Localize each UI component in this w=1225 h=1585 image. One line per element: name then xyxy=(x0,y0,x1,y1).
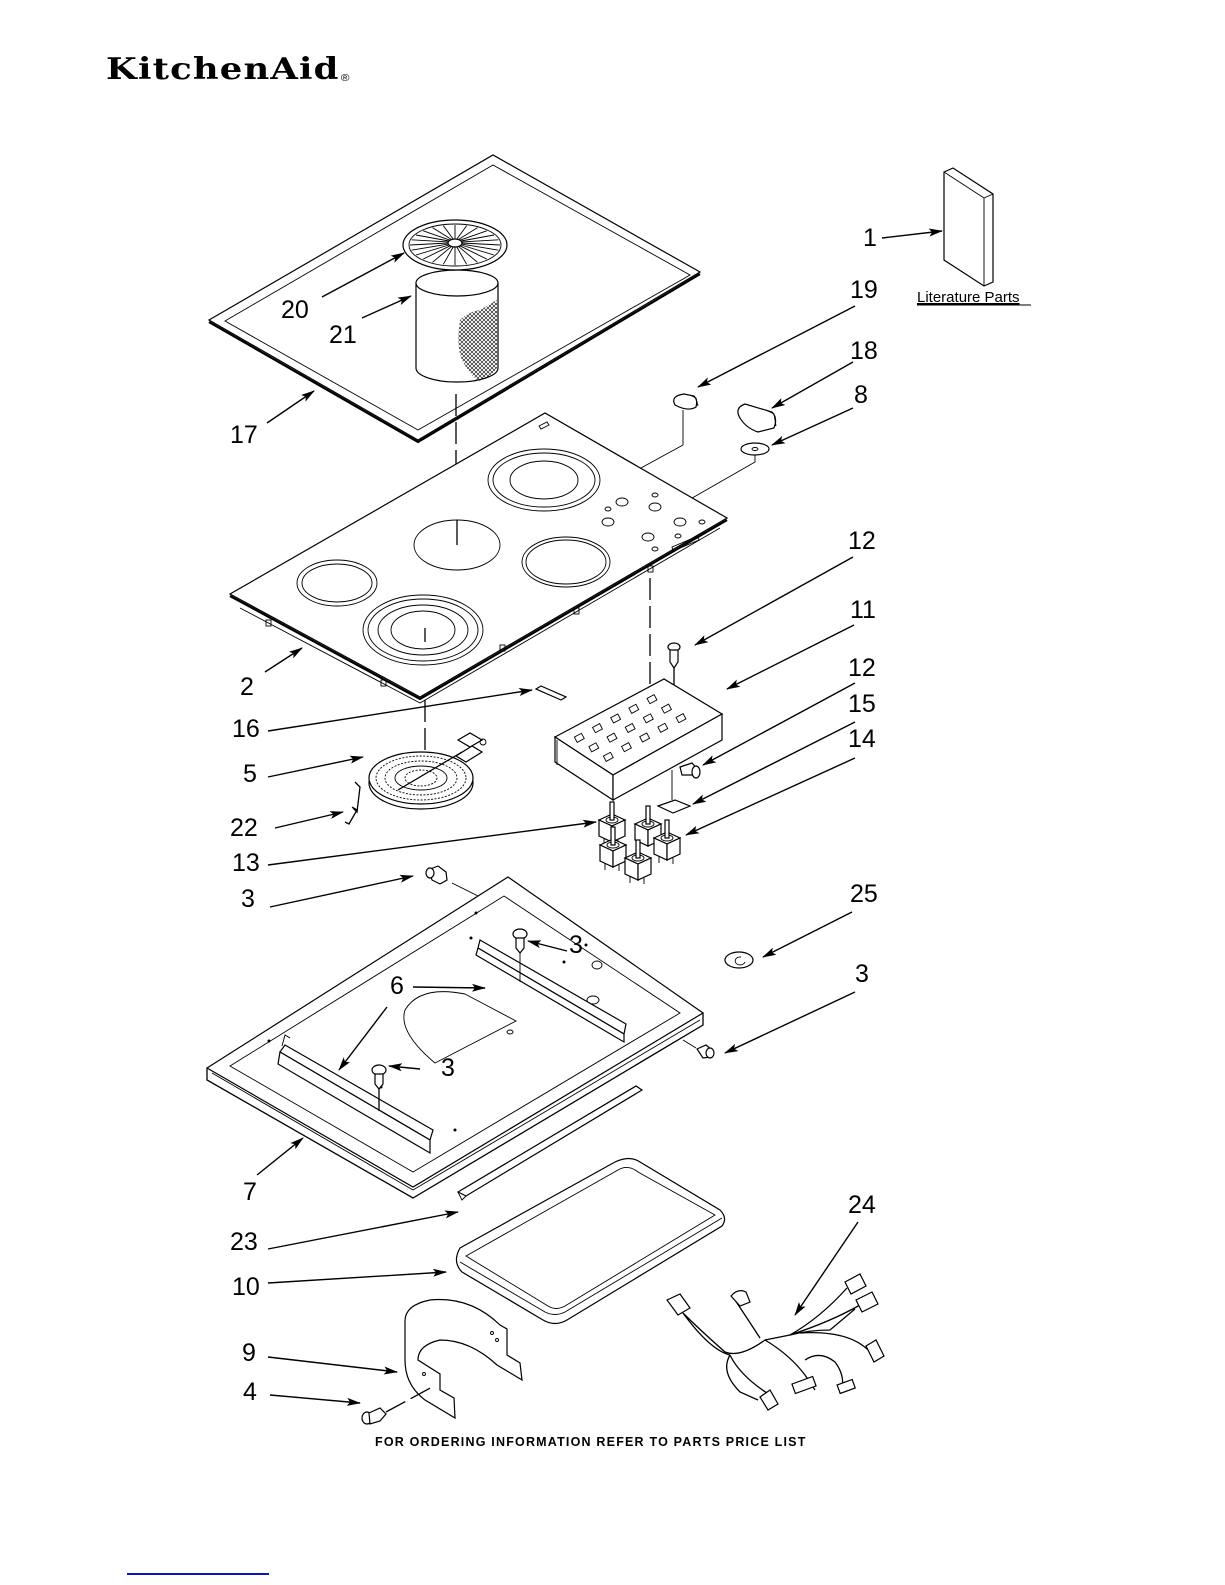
callout-3d: 3 xyxy=(855,960,869,988)
callout-23: 23 xyxy=(230,1228,258,1256)
part-frame xyxy=(456,1159,724,1324)
callout-15: 15 xyxy=(848,690,876,718)
leader-22 xyxy=(275,812,343,828)
callout-7: 7 xyxy=(243,1178,257,1206)
callout-13: 13 xyxy=(232,849,260,877)
callout-22: 22 xyxy=(230,814,258,842)
part-grommet xyxy=(725,952,753,968)
callout-18: 18 xyxy=(850,337,878,365)
leader-9 xyxy=(268,1357,397,1372)
leader-7 xyxy=(257,1138,303,1175)
part-burner-box xyxy=(207,877,703,1198)
callout-3b: 3 xyxy=(569,931,583,959)
leader-2 xyxy=(265,648,302,672)
leader-1 xyxy=(882,231,942,238)
part-screw-12a xyxy=(668,643,680,668)
leader-12b xyxy=(703,683,855,765)
literature-parts-label: Literature Parts xyxy=(917,289,1020,306)
leader-16 xyxy=(268,690,532,731)
part-knob-18 xyxy=(738,404,776,432)
leader-10 xyxy=(268,1272,446,1283)
callout-19: 19 xyxy=(850,276,878,304)
part-wire-harness xyxy=(667,1274,884,1410)
part-screw-4 xyxy=(362,1408,386,1424)
leader-3d xyxy=(725,992,855,1053)
switch-block xyxy=(625,840,651,884)
part-screw-12b xyxy=(680,763,700,778)
part-filter xyxy=(416,270,498,382)
part-shield xyxy=(405,1300,522,1418)
callout-12a: 12 xyxy=(848,527,876,555)
leader-5 xyxy=(268,757,363,777)
ordering-info-note: FOR ORDERING INFORMATION REFER TO PARTS … xyxy=(375,1435,807,1449)
part-knob-washer xyxy=(741,443,769,455)
leader-25 xyxy=(763,912,852,957)
leader-11 xyxy=(727,625,854,689)
callout-8: 8 xyxy=(854,381,868,409)
part-switch-bracket xyxy=(555,679,722,800)
part-insulator xyxy=(658,800,690,813)
callout-6: 6 xyxy=(390,972,404,1000)
callout-11: 11 xyxy=(850,596,876,624)
callout-3c: 3 xyxy=(441,1054,455,1082)
part-switches xyxy=(599,802,680,884)
callout-16: 16 xyxy=(232,715,260,743)
callout-21: 21 xyxy=(329,321,357,349)
part-screw-3d xyxy=(697,1045,714,1058)
part-clip xyxy=(345,782,360,824)
part-cooktop-glass xyxy=(230,413,727,703)
part-indicator-light xyxy=(536,686,566,700)
leader-14 xyxy=(686,758,855,835)
callout-4: 4 xyxy=(243,1378,257,1406)
callout-14: 14 xyxy=(848,725,876,753)
leader-24 xyxy=(795,1222,858,1315)
page-link-underline[interactable] xyxy=(127,1573,269,1575)
leader-17 xyxy=(267,391,314,423)
screw-3d-line xyxy=(683,1040,696,1048)
callout-24: 24 xyxy=(848,1191,876,1219)
leader-3a xyxy=(270,876,413,907)
callout-9: 9 xyxy=(242,1339,256,1367)
callout-1: 1 xyxy=(863,224,877,252)
leader-13 xyxy=(268,822,596,865)
leader-8 xyxy=(772,408,853,445)
callout-2: 2 xyxy=(240,673,254,701)
callout-20: 20 xyxy=(281,296,309,324)
callout-12b: 12 xyxy=(848,654,876,682)
callout-25: 25 xyxy=(850,880,878,908)
part-vent-grille xyxy=(403,220,507,270)
screw-3a-line xyxy=(452,883,480,897)
leader-4 xyxy=(270,1395,360,1403)
callout-10: 10 xyxy=(232,1273,260,1301)
part-literature xyxy=(944,168,993,286)
callout-17: 17 xyxy=(230,421,258,449)
leader-23 xyxy=(268,1212,458,1249)
leader-6a xyxy=(413,987,485,988)
part-screw-3a xyxy=(426,866,447,884)
callout-5: 5 xyxy=(243,760,257,788)
part-surface-element xyxy=(369,733,486,809)
part-knob-19 xyxy=(674,394,698,409)
leader-18 xyxy=(772,362,853,408)
callout-3a: 3 xyxy=(241,885,255,913)
leader-12a xyxy=(695,557,853,645)
